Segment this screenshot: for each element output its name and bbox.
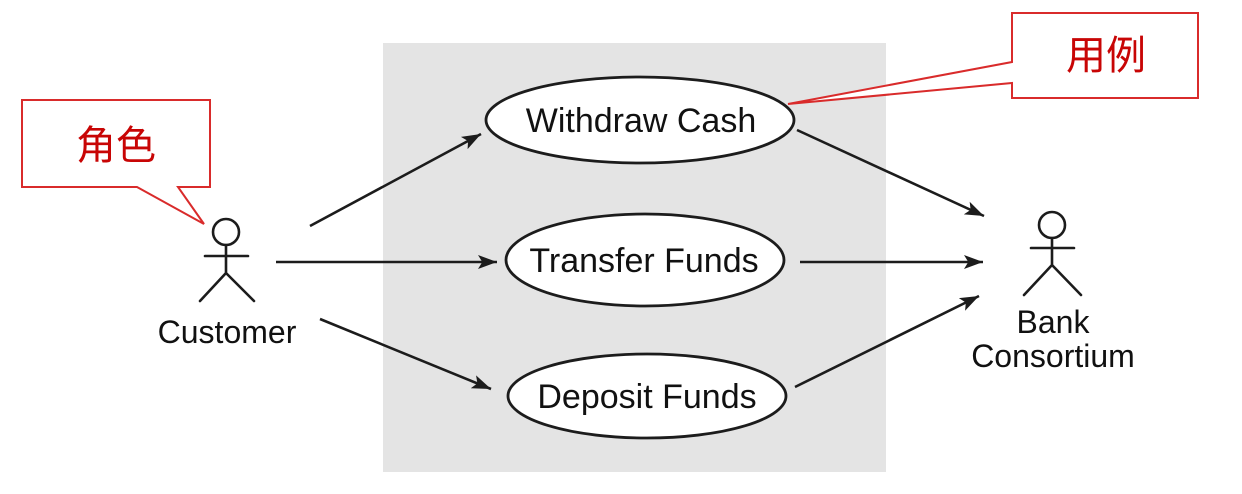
actor-bank-consortium-head [1037, 210, 1067, 240]
callout-actor-label: 角色 [76, 124, 156, 168]
use-case-withdraw-cash-label: Withdraw Cash [526, 102, 757, 140]
actor-customer-head [211, 217, 241, 247]
callout-actor: 角色 [21, 99, 211, 225]
actor-customer-label: Customer [158, 314, 297, 350]
actor-bank-consortium: Bank Consortium [971, 210, 1135, 374]
actor-customer-body [198, 243, 256, 303]
callout-use-case-label: 用例 [1066, 34, 1146, 78]
use-case-transfer-funds-ellipse [504, 212, 786, 308]
actor-customer: Customer [158, 217, 297, 350]
use-case-withdraw-cash-ellipse [484, 75, 796, 165]
association-withdraw-bank [796, 128, 985, 218]
actor-bank-consortium-label-line2: Consortium [971, 338, 1135, 374]
use-case-transfer-funds: Transfer Funds [504, 212, 786, 308]
association-customer-deposit [319, 317, 492, 391]
use-case-deposit-funds-label: Deposit Funds [537, 378, 756, 416]
association-customer-withdraw [309, 132, 482, 228]
actor-bank-consortium-body [1022, 236, 1083, 297]
association-deposit-bank [794, 294, 980, 389]
callout-use-case: 用例 [787, 12, 1199, 105]
callout-actor-shape [21, 99, 211, 225]
use-case-deposit-funds-ellipse [506, 352, 788, 440]
callout-use-case-shape [787, 12, 1199, 105]
actor-bank-consortium-label-line1: Bank [1017, 304, 1091, 340]
use-case-transfer-funds-label: Transfer Funds [529, 242, 758, 280]
use-case-withdraw-cash: Withdraw Cash [484, 75, 796, 165]
use-case-deposit-funds: Deposit Funds [506, 352, 788, 440]
